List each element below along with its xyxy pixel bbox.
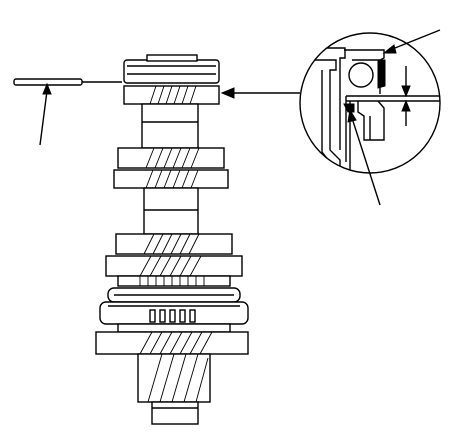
shaft-segment-middle	[143, 187, 199, 235]
top-gear	[123, 85, 220, 105]
shaft-segment-upper	[141, 103, 199, 149]
shaft-stub	[151, 401, 199, 425]
spacer-ring	[117, 323, 231, 333]
bearing-ring	[107, 287, 241, 303]
snap-ring-icon	[343, 59, 386, 113]
synchro-hub	[117, 275, 231, 287]
second-gear	[117, 147, 225, 169]
third-gear	[113, 169, 229, 189]
feeler-gauge-icon	[13, 78, 122, 86]
feeler-gauge-leader	[39, 82, 52, 146]
bearing-ball-icon	[348, 62, 374, 88]
bottom-gear	[95, 331, 249, 355]
clearance-dimension-arrows	[401, 66, 411, 126]
detail-magnifier	[299, 32, 441, 174]
gear-shaft-assembly	[95, 54, 249, 425]
clutch-flange	[99, 301, 249, 325]
detail-pointer-arrow	[220, 87, 300, 99]
gap-leader	[347, 108, 381, 206]
fifth-gear	[105, 255, 243, 277]
snap-ring-leader	[382, 29, 441, 54]
input-pinion	[137, 353, 211, 403]
top-retainer	[123, 54, 220, 84]
fourth-gear	[115, 233, 233, 255]
